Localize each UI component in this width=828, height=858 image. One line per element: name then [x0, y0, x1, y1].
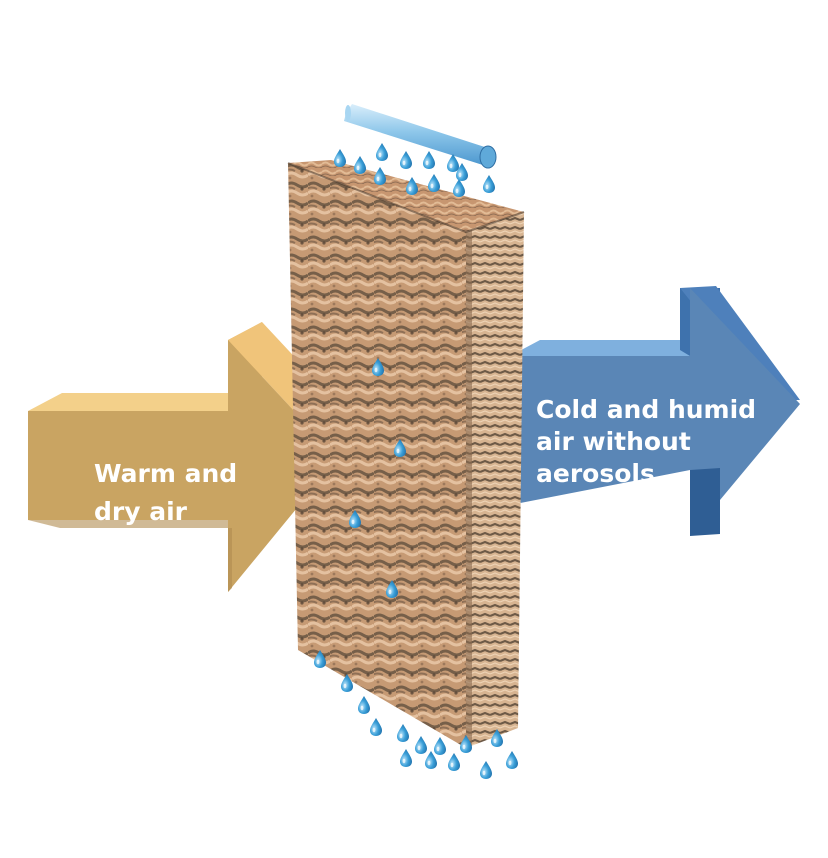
outlet-arrow-front-face	[510, 288, 800, 536]
water-droplet	[434, 737, 446, 755]
outlet-arrow-top-face	[510, 340, 720, 356]
water-pipe-end-cap	[479, 145, 497, 169]
water-droplet	[370, 718, 382, 736]
cooling-pad-top-face	[288, 160, 524, 232]
inlet-arrow-label: Warm and dry air	[94, 459, 246, 526]
water-pipe-body	[344, 104, 494, 166]
cooling-pad-top-edge	[287, 162, 525, 234]
inlet-arrow-under-shade	[28, 520, 232, 592]
water-pipe-back-cap	[345, 105, 351, 121]
water-droplet	[376, 143, 388, 161]
water-droplet	[506, 751, 518, 769]
inlet-label-line-2: dry air	[94, 497, 188, 526]
inlet-arrow-front-face	[28, 340, 338, 592]
water-droplet	[400, 749, 412, 767]
water-droplet	[397, 724, 409, 742]
water-droplet	[448, 753, 460, 771]
water-droplet	[480, 761, 492, 779]
water-droplet	[425, 751, 437, 769]
cooling-pad-side-face	[466, 212, 524, 748]
water-droplet	[453, 179, 465, 197]
outlet-arrow-head-lower-side	[690, 468, 720, 536]
outlet-label-line-2: air without	[536, 427, 691, 456]
outlet-label-line-1: Cold and humid	[536, 395, 756, 424]
cooling-pad-edge-shadow	[466, 230, 472, 748]
outlet-arrow: Cold and humid air without aerosols	[510, 286, 800, 536]
outlet-label-line-3: aerosols	[536, 459, 655, 488]
water-droplet	[423, 151, 435, 169]
water-droplet	[428, 174, 440, 192]
cooling-pad	[287, 160, 525, 748]
inlet-arrow-top-face	[28, 393, 262, 411]
water-droplet	[374, 167, 386, 185]
water-droplet	[406, 177, 418, 195]
water-droplet	[483, 175, 495, 193]
water-droplet	[334, 149, 346, 167]
water-droplet	[358, 696, 370, 714]
water-droplet	[354, 156, 366, 174]
cooling-pad-front-face	[288, 163, 466, 748]
outlet-arrow-label: Cold and humid air without aerosols	[536, 395, 765, 488]
water-droplet	[400, 151, 412, 169]
water-droplet	[415, 736, 427, 754]
inlet-label-line-1: Warm and	[94, 459, 237, 488]
water-pipe	[344, 104, 497, 169]
